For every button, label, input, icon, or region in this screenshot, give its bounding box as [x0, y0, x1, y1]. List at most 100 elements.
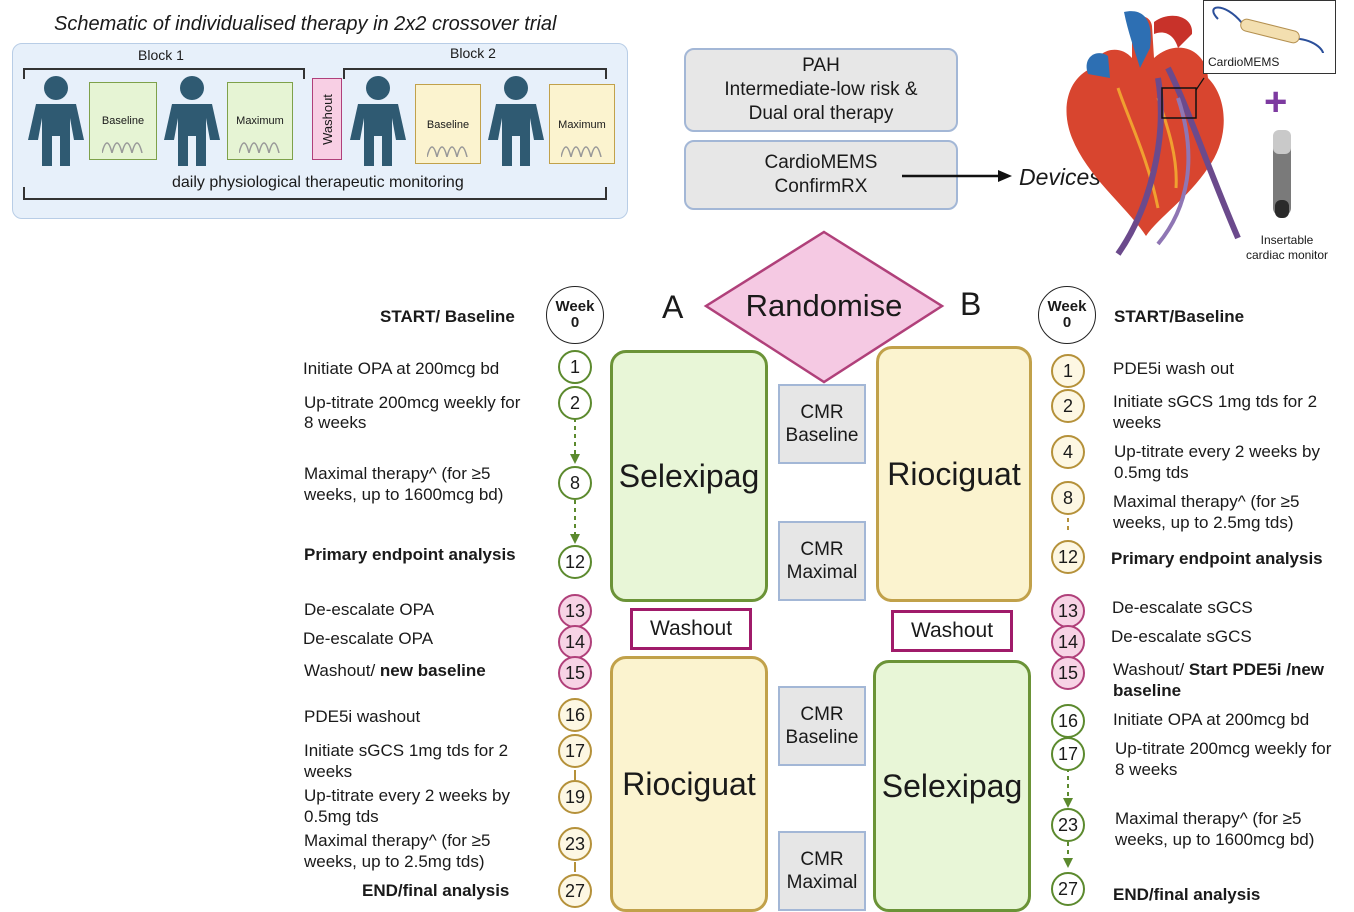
- left-step-14: De-escalate OPA: [303, 629, 434, 648]
- left-week-19: 19: [558, 780, 592, 814]
- right-week-23: 23: [1051, 808, 1085, 842]
- right-step-12: Primary endpoint analysis: [1111, 549, 1323, 568]
- left-step-17a: Initiate sGCS 1mg tds for 2: [304, 741, 509, 760]
- right-week-12: 12: [1051, 540, 1085, 574]
- left-week-2: 2: [558, 386, 592, 420]
- left-week-13: 13: [558, 594, 592, 628]
- heart-illustration: [1066, 11, 1241, 256]
- right-step-15b: baseline: [1113, 681, 1182, 700]
- cmr-maximal-2: CMR Maximal: [778, 831, 866, 911]
- person-icon: [164, 76, 220, 166]
- pah-line: Intermediate-low risk &: [724, 79, 918, 100]
- right-step-15-bold: Start PDE5i /new: [1188, 660, 1325, 679]
- left-step-16: PDE5i washout: [304, 707, 421, 726]
- baseline-label: Baseline: [426, 119, 470, 131]
- cmr-phase: Maximal: [786, 562, 858, 583]
- left-step-8a: Maximal therapy^ (for ≥5: [304, 464, 491, 483]
- cmr-phase: Baseline: [785, 425, 859, 446]
- left-week-8: 8: [558, 466, 592, 500]
- left-step-23a: Maximal therapy^ (for ≥5: [304, 831, 491, 850]
- right-step-4a: Up-titrate every 2 weeks by: [1114, 442, 1320, 461]
- block1-label: Block 1: [138, 47, 184, 63]
- left-step-15-text: Washout/: [304, 661, 380, 680]
- right-week-16: 16: [1051, 704, 1085, 738]
- right-step-4b: 0.5mg tds: [1114, 463, 1189, 482]
- left-step-17b: weeks: [304, 762, 353, 781]
- right-step-1: PDE5i wash out: [1113, 359, 1234, 378]
- left-step-19b: 0.5mg tds: [304, 807, 379, 826]
- right-step-15-text: Washout/: [1113, 660, 1189, 679]
- right-week-2: 2: [1051, 389, 1085, 423]
- person-icon: [350, 76, 406, 166]
- right-step-17a: Up-titrate 200mcg weekly for: [1115, 739, 1332, 758]
- left-week-12: 12: [558, 545, 592, 579]
- person-icon: [28, 76, 84, 166]
- right-step-2a: Initiate sGCS 1mg tds for 2: [1113, 392, 1318, 411]
- block2-maximum-box: Maximum: [549, 84, 615, 164]
- pah-line: Dual oral therapy: [748, 103, 894, 124]
- arm-b-period1-riociguat: Riociguat: [876, 346, 1032, 602]
- schematic-title: Schematic of individualised therapy in 2…: [54, 13, 557, 35]
- left-step-12: Primary endpoint analysis: [304, 545, 516, 564]
- devices-label: Devices: [1019, 164, 1101, 190]
- drug-label: Selexipag: [881, 767, 1023, 804]
- peaks-icon: [561, 146, 602, 157]
- baseline-label: Baseline: [101, 115, 145, 127]
- arm-b-period2-selexipag: Selexipag: [873, 660, 1031, 912]
- right-step-16: Initiate OPA at 200mcg bd: [1113, 710, 1310, 729]
- cmr-label: CMR: [800, 402, 844, 423]
- right-week-15: 15: [1051, 656, 1085, 690]
- left-step-27: END/final analysis: [362, 881, 510, 900]
- cmr-maximal-1: CMR Maximal: [778, 521, 866, 601]
- week-number: 0: [1062, 314, 1072, 331]
- right-step-13: De-escalate sGCS: [1112, 598, 1253, 617]
- devices-line: CardioMEMS: [764, 152, 878, 173]
- right-step-17b: 8 weeks: [1115, 760, 1178, 779]
- left-step-2b: 8 weeks: [304, 413, 367, 432]
- right-week-1: 1: [1051, 354, 1085, 388]
- block2-label: Block 2: [450, 45, 496, 61]
- randomise-diamond: [703, 230, 945, 384]
- left-week-14: 14: [558, 625, 592, 659]
- week-label: Week: [555, 298, 595, 315]
- right-step-2b: weeks: [1113, 413, 1162, 432]
- right-week-13: 13: [1051, 594, 1085, 628]
- block2-baseline-box: Baseline: [415, 84, 481, 164]
- cmr-phase: Baseline: [785, 727, 859, 748]
- drug-label: Riociguat: [887, 455, 1021, 492]
- maximum-label: Maximum: [558, 119, 606, 131]
- right-week-8: 8: [1051, 481, 1085, 515]
- left-week-1: 1: [558, 350, 592, 384]
- schematic-washout-box: Washout: [312, 78, 342, 160]
- left-step-8b: weeks, up to 1600mcg bd): [304, 485, 504, 504]
- devices-arrow: [902, 170, 1012, 182]
- randomise-label: Randomise: [745, 288, 903, 323]
- cmr-label: CMR: [800, 849, 844, 870]
- arm-a-washout: Washout: [630, 608, 752, 650]
- left-step-15: Washout/ new baseline: [304, 660, 486, 681]
- arm-b-label: B: [960, 286, 982, 322]
- cardiomems-inset: CardioMEMS: [1203, 0, 1336, 74]
- right-step-27: END/final analysis: [1113, 885, 1261, 904]
- cmr-baseline-2: CMR Baseline: [778, 686, 866, 766]
- block1-maximum-box: Maximum: [227, 82, 293, 160]
- left-step-15-bold: new baseline: [379, 661, 486, 680]
- icm-label-line: cardiac monitor: [1245, 248, 1329, 262]
- left-step-1: Initiate OPA at 200mcg bd: [303, 359, 500, 378]
- icm-label: Insertable cardiac monitor: [1230, 233, 1344, 263]
- pah-box: PAH Intermediate-low risk & Dual oral th…: [684, 48, 958, 132]
- left-step-13: De-escalate OPA: [304, 600, 435, 619]
- pah-line: PAH: [802, 55, 840, 76]
- peaks-icon: [239, 142, 280, 153]
- left-week-23: 23: [558, 827, 592, 861]
- drug-label: Riociguat: [622, 765, 756, 802]
- cmr-label: CMR: [800, 704, 844, 725]
- cmr-phase: Maximal: [786, 872, 858, 893]
- right-step-8b: weeks, up to 2.5mg tds): [1113, 513, 1294, 532]
- cardiomems-label: CardioMEMS: [1208, 55, 1280, 69]
- left-week-15: 15: [558, 656, 592, 690]
- cmr-label: CMR: [800, 539, 844, 560]
- right-start-label: START/Baseline: [1114, 307, 1245, 326]
- icm-label-line: Insertable: [1260, 233, 1314, 247]
